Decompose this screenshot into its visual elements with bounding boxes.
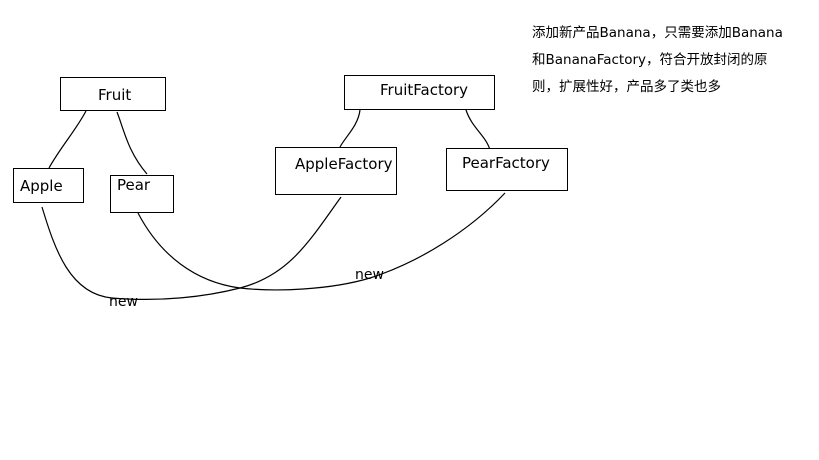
annotation-line-3: 则，扩展性好，产品多了类也多 — [532, 79, 721, 95]
fruit-factory-node-label: FruitFactory — [380, 81, 469, 99]
new-label-left: new — [109, 294, 138, 310]
apple-factory-node-label: AppleFactory — [295, 155, 393, 173]
fruit-node: Fruit — [60, 77, 166, 111]
pearfactory-pear-new-line — [137, 192, 506, 291]
annotation-line-1: 添加新产品Banana，只需要添加Banana — [532, 25, 783, 41]
fruit-node-label: Fruit — [98, 86, 132, 104]
apple-factory-node: AppleFactory — [275, 147, 397, 195]
fruit-apple-line — [48, 110, 87, 169]
pear-node-label: Pear — [117, 176, 151, 194]
apple-node: Apple — [13, 168, 84, 203]
pear-node: Pear — [110, 175, 174, 213]
apple-node-label: Apple — [20, 177, 63, 195]
applefactory-apple-new-line — [41, 196, 342, 300]
annotation-note: 添加新产品Banana，只需要添加Banana 和BananaFactory，符… — [532, 20, 812, 101]
fruit-pear-line — [116, 111, 148, 175]
pear-factory-node-label: PearFactory — [462, 154, 550, 172]
fruit-factory-node: FruitFactory — [344, 75, 495, 110]
annotation-line-2: 和BananaFactory，符合开放封闭的原 — [532, 52, 768, 68]
fruitfactory-applefactory-line — [339, 109, 361, 148]
new-label-right: new — [355, 267, 384, 283]
fruitfactory-pearfactory-line — [465, 109, 491, 151]
pear-factory-node: PearFactory — [446, 148, 568, 191]
